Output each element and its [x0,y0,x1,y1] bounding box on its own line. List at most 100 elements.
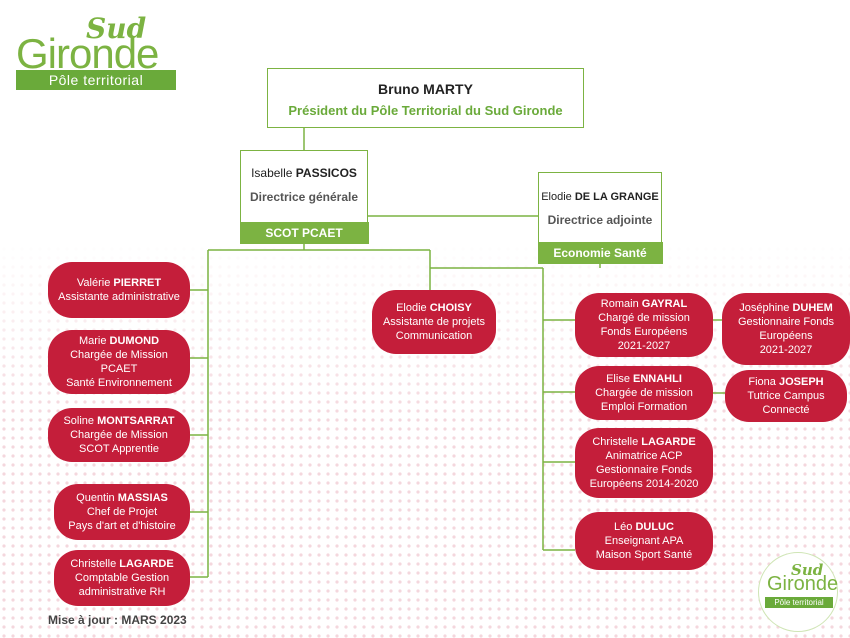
background-dot [299,274,303,278]
background-dot [317,310,321,314]
staff-role-line: Pays d'art et d'histoire [68,520,176,532]
background-dot [758,256,762,260]
background-dot [137,256,141,260]
background-dot [497,301,501,305]
background-dot [524,256,528,260]
background-dot [254,346,258,350]
background-dot [461,355,465,359]
background-dot [749,256,753,260]
background-dot [614,265,618,269]
background-dot [308,337,312,341]
background-dot [245,364,249,368]
background-dot [182,319,186,323]
staff-role-line: Animatrice ACP [605,450,683,462]
background-dot [524,346,528,350]
background-dot [335,310,339,314]
background-dot [569,328,573,332]
background-dot [245,328,249,332]
background-dot [29,328,33,332]
background-dot [677,283,681,287]
background-dot [362,283,366,287]
background-dot [524,319,528,323]
background-dot [29,256,33,260]
background-dot [470,247,474,251]
dg-first-name: Isabelle [251,166,293,180]
background-dot [29,364,33,368]
staff-card-lagarde-right: Christelle LAGARDE Animatrice ACP Gestio… [575,428,713,498]
background-dot [38,319,42,323]
background-dot [20,274,24,278]
staff-name: Marie DUMOND [78,335,160,347]
background-dot [218,283,222,287]
background-dot [461,256,465,260]
background-dot [281,346,285,350]
background-dot [551,274,555,278]
background-dot [29,310,33,314]
background-dot [398,265,402,269]
background-dot [713,292,717,296]
background-dot [227,355,231,359]
background-dot [776,274,780,278]
background-dot [362,292,366,296]
background-dot [578,355,582,359]
background-dot [209,310,213,314]
background-dot [713,274,717,278]
background-dot [236,256,240,260]
background-dot [569,355,573,359]
background-dot [182,310,186,314]
background-dot [515,274,519,278]
background-dot [272,328,276,332]
background-dot [38,292,42,296]
background-dot [578,292,582,296]
background-dot [290,337,294,341]
background-dot [407,256,411,260]
background-dot [299,283,303,287]
background-dot [236,328,240,332]
background-dot [497,319,501,323]
background-dot [29,274,33,278]
background-dot [254,319,258,323]
da-first-name: Elodie [541,191,572,203]
background-dot [668,256,672,260]
background-dot [722,256,726,260]
background-dot [263,301,267,305]
background-dot [605,274,609,278]
background-dot [353,328,357,332]
background-dot [245,274,249,278]
background-dot [11,346,15,350]
staff-name: Quentin MASSIAS [76,492,168,504]
background-dot [425,274,429,278]
president-name: Bruno MARTY [268,81,583,97]
background-dot [821,256,825,260]
background-dot [416,283,420,287]
background-dot [497,328,501,332]
background-dot [128,319,132,323]
background-dot [488,256,492,260]
background-dot [704,355,708,359]
background-dot [335,346,339,350]
background-dot [380,265,384,269]
background-dot [11,256,15,260]
background-dot [497,256,501,260]
background-dot [713,346,717,350]
sud-gironde-logo: Sud Gironde Pôle territorial [16,12,178,92]
background-dot [2,310,6,314]
background-dot [2,355,6,359]
background-dot [191,247,195,251]
background-dot [362,301,366,305]
background-dot [227,319,231,323]
background-dot [326,301,330,305]
background-dot [245,292,249,296]
background-dot [236,274,240,278]
background-dot [47,247,51,251]
background-dot [668,283,672,287]
background-dot [821,283,825,287]
background-dot [236,346,240,350]
background-dot [353,310,357,314]
background-dot [560,346,564,350]
background-dot [632,274,636,278]
background-dot [263,310,267,314]
da-box: Elodie DE LA GRANGE Directrice adjointe … [537,172,663,264]
background-dot [650,265,654,269]
background-dot [308,301,312,305]
